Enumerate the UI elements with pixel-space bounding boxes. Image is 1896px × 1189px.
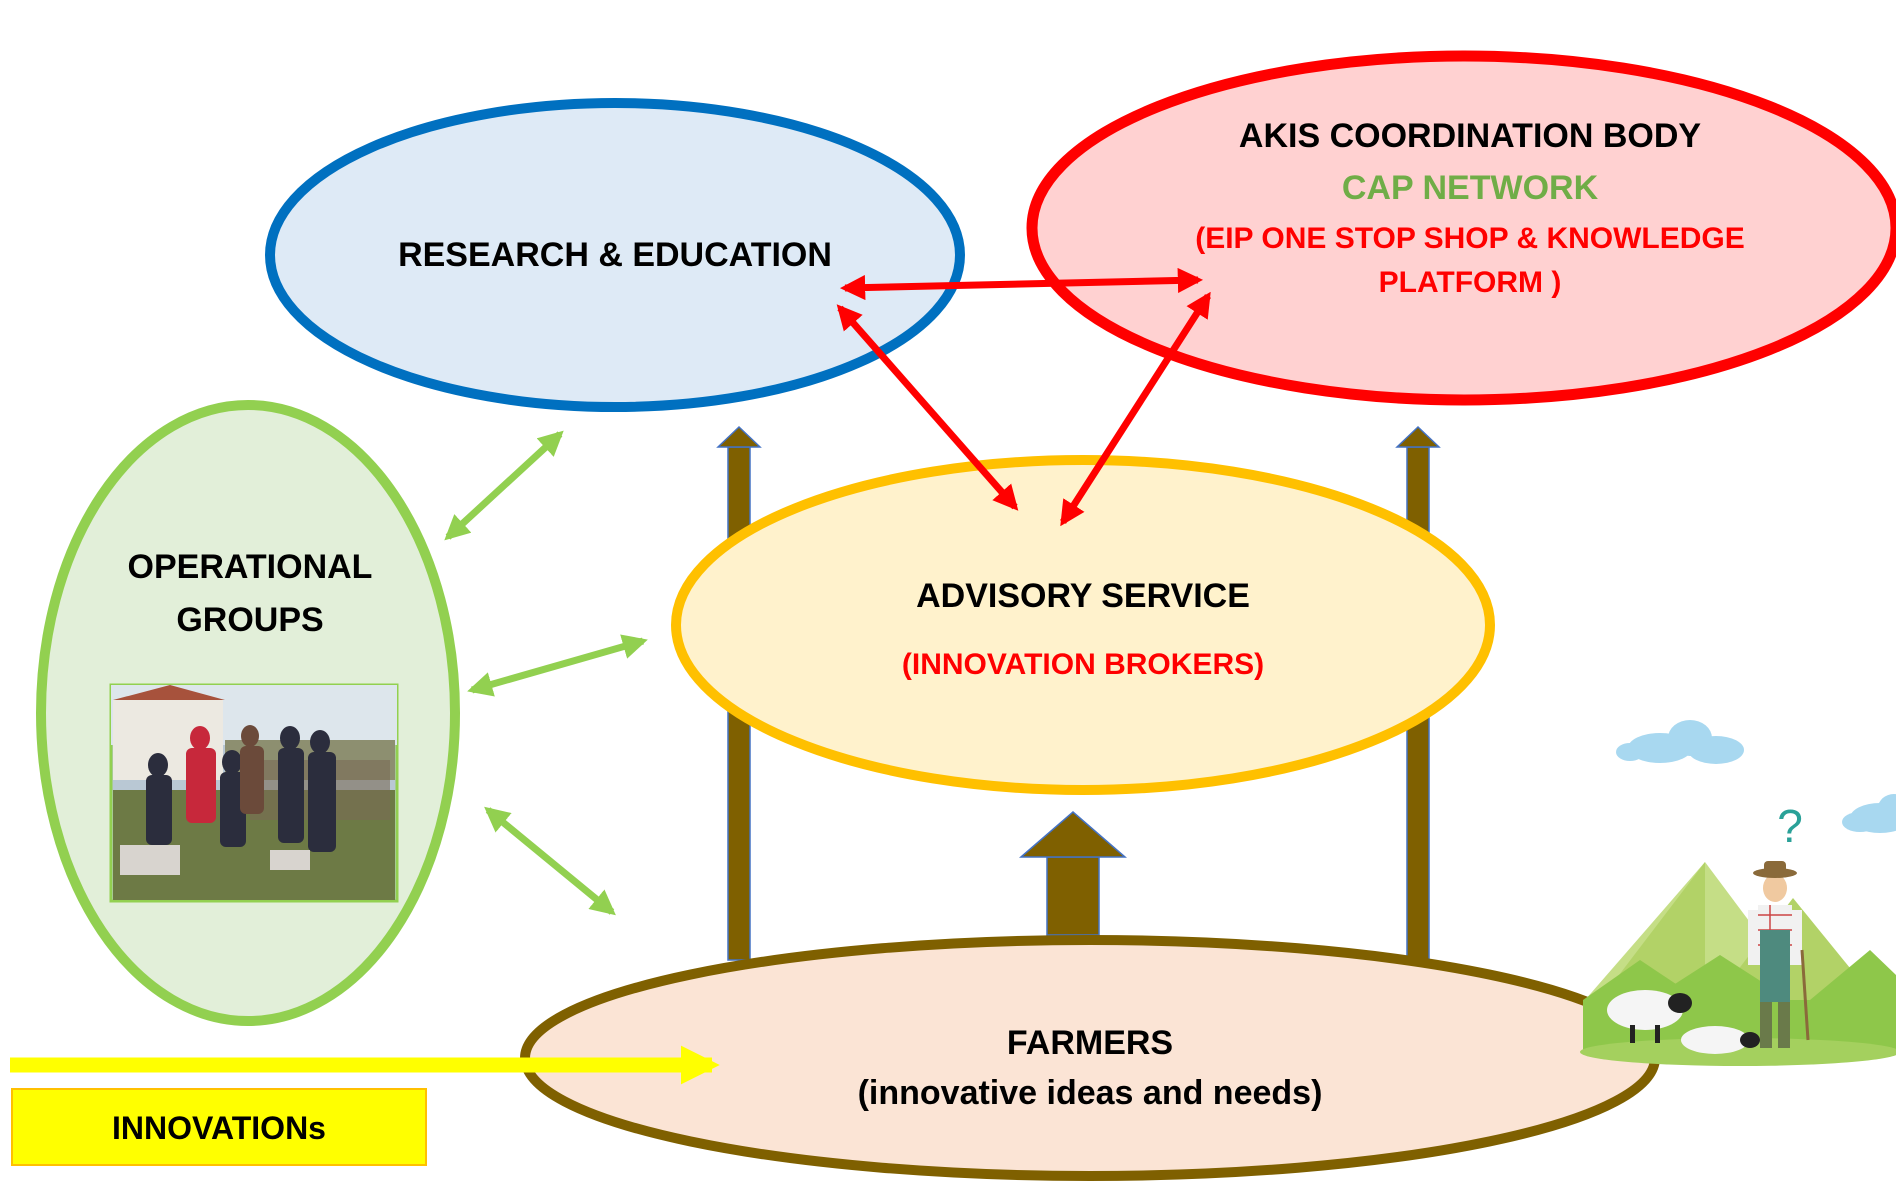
cap-network-label: CAP NETWORK — [1342, 169, 1599, 207]
groups-farmers-arrow — [484, 806, 616, 916]
research-education-ellipse — [265, 98, 965, 412]
advisory-service-ellipse — [671, 455, 1495, 795]
question-mark: ? — [1777, 800, 1803, 852]
operational-groups-label-line2: GROUPS — [176, 601, 323, 639]
innovations-box — [11, 1088, 427, 1166]
research-advisory-arrow — [836, 304, 1019, 511]
sheep-icon-small — [1681, 1026, 1760, 1054]
advisory-service-label: ADVISORY SERVICE — [916, 577, 1250, 615]
akis-coordination-ellipse — [1026, 50, 1896, 406]
akis-title: AKIS COORDINATION BODY — [1239, 117, 1701, 155]
cloud-icon-right — [1842, 794, 1896, 833]
operational-groups-label-line1: OPERATIONAL — [128, 548, 373, 586]
akis-advisory-arrow — [1060, 291, 1211, 527]
farmer-landscape-illustration: ? — [1580, 720, 1896, 1066]
cloud-icon — [1616, 720, 1744, 764]
innovation-brokers-label: (INNOVATION BROKERS) — [902, 648, 1264, 681]
platform-label-line1: (EIP ONE STOP SHOP & KNOWLEDGE — [1195, 222, 1745, 255]
farmer-figure — [1748, 861, 1810, 1048]
groups-research-arrow — [444, 430, 564, 541]
research-akis-arrow — [839, 267, 1204, 301]
research-education-label: RESEARCH & EDUCATION — [398, 236, 832, 274]
innovations-label: INNOVATIONs — [112, 1110, 326, 1146]
sheep-icon — [1607, 990, 1692, 1043]
farmers-label: FARMERS — [1007, 1024, 1173, 1062]
groups-advisory-arrow — [467, 634, 648, 697]
operational-groups-photo — [109, 683, 399, 903]
farmers-to-advisory-arrow — [1018, 811, 1128, 936]
platform-label-line2: PLATFORM ) — [1379, 266, 1562, 299]
farmers-subtitle: (innovative ideas and needs) — [858, 1074, 1323, 1112]
